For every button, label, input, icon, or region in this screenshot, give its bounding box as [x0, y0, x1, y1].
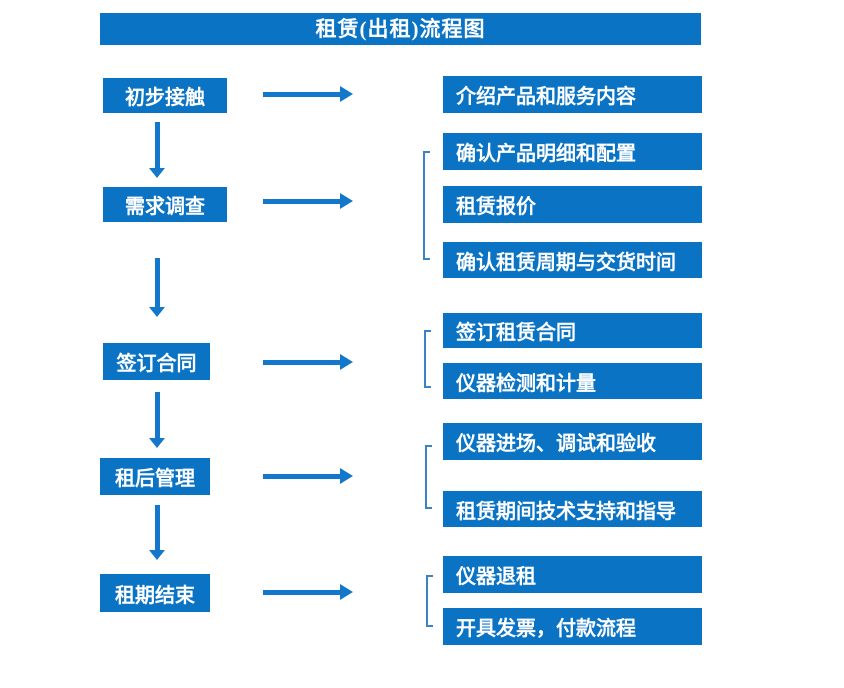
- arrow-head: [340, 193, 353, 209]
- arrow-head: [340, 584, 353, 600]
- arrow-shaft: [155, 505, 160, 551]
- output-box-instrument-return: 仪器退租: [443, 556, 702, 593]
- output-box-introduce-products-services: 介绍产品和服务内容: [443, 76, 702, 113]
- arrow-head: [149, 438, 165, 448]
- bracket-group-demand-survey: [423, 151, 430, 260]
- output-box-rental-quote: 租赁报价: [443, 186, 702, 223]
- output-box-confirm-product-details: 确认产品明细和配置: [443, 133, 702, 170]
- arrow-down-icon-3: [149, 392, 166, 448]
- arrow-head: [149, 550, 165, 560]
- arrow-shaft: [263, 199, 342, 204]
- arrow-shaft: [263, 360, 342, 365]
- arrow-down-icon-4: [149, 505, 166, 560]
- arrow-head: [340, 354, 353, 370]
- arrow-shaft: [155, 122, 160, 169]
- arrow-right-icon-1: [263, 86, 353, 102]
- arrow-head: [340, 468, 353, 484]
- arrow-right-icon-3: [263, 354, 353, 370]
- arrow-shaft: [263, 92, 342, 97]
- arrow-head: [149, 168, 165, 178]
- step-box-demand-survey: 需求调查: [103, 187, 227, 222]
- step-box-lease-end: 租期结束: [100, 574, 210, 612]
- output-box-instrument-setup-acceptance: 仪器进场、调试和验收: [443, 423, 702, 460]
- arrow-shaft: [155, 392, 160, 439]
- arrow-right-icon-2: [263, 193, 353, 209]
- output-box-sign-rental-contract: 签订租赁合同: [443, 313, 702, 348]
- bracket-group-post-rental: [425, 445, 432, 509]
- output-box-confirm-rental-period-delivery: 确认租赁周期与交货时间: [443, 242, 702, 278]
- output-box-invoice-payment-process: 开具发票，付款流程: [443, 608, 702, 645]
- output-box-technical-support-guidance: 租赁期间技术支持和指导: [443, 491, 702, 527]
- bracket-group-lease-end: [426, 575, 433, 627]
- arrow-shaft: [263, 474, 342, 479]
- step-box-sign-contract: 签订合同: [103, 343, 210, 380]
- arrow-right-icon-5: [263, 584, 353, 600]
- step-box-initial-contact: 初步接触: [103, 78, 227, 113]
- page-title: 租赁(出租)流程图: [100, 13, 701, 45]
- arrow-down-icon-1: [149, 122, 166, 178]
- arrow-down-icon-2: [149, 258, 166, 317]
- output-box-instrument-testing-metering: 仪器检测和计量: [443, 363, 702, 399]
- arrow-head: [340, 86, 353, 102]
- arrow-shaft: [263, 590, 342, 595]
- step-box-post-rental-management: 租后管理: [100, 458, 210, 495]
- bracket-group-sign-contract: [424, 330, 431, 388]
- arrow-shaft: [155, 258, 160, 308]
- arrow-right-icon-4: [263, 468, 353, 484]
- arrow-head: [149, 307, 165, 317]
